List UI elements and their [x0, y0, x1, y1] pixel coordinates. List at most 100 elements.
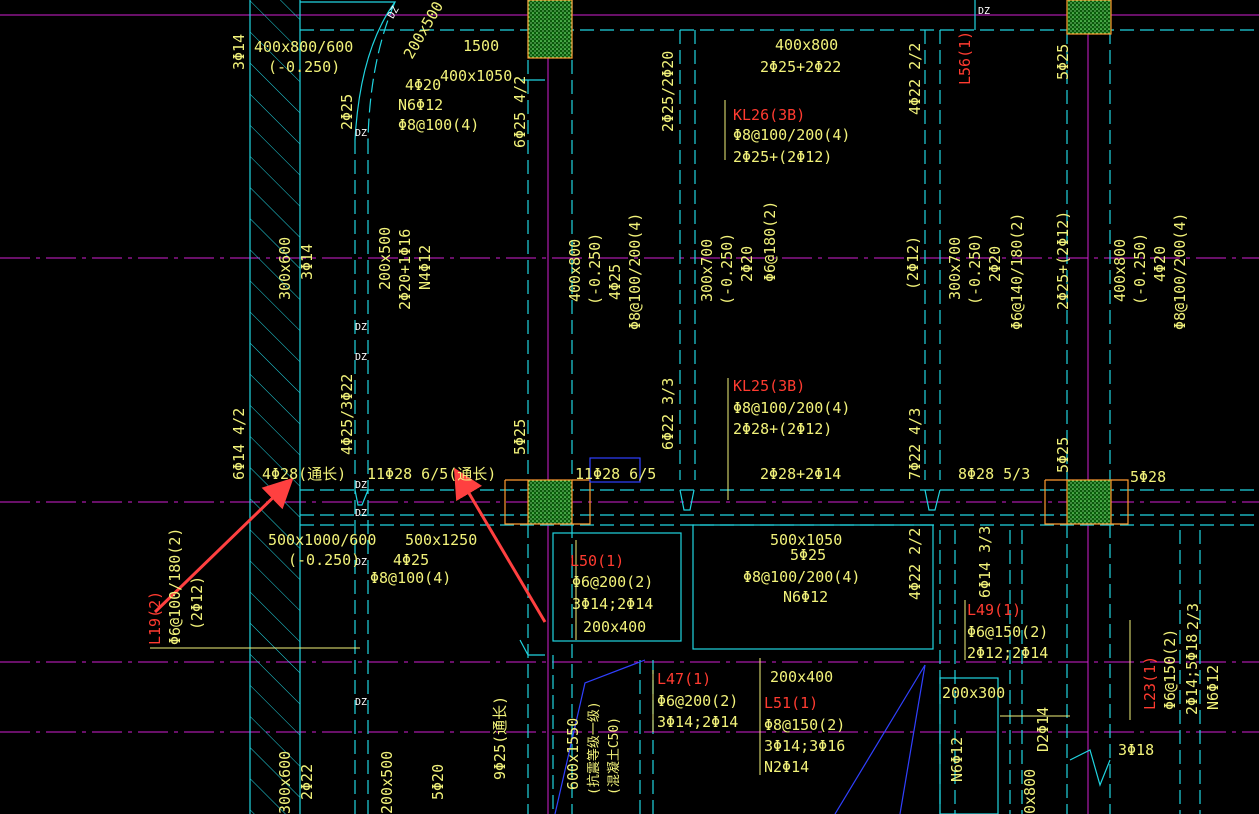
beam-size: 600x1550 — [564, 718, 582, 790]
beam-elevation: (-0.250) — [718, 233, 736, 305]
seismic-grade: (抗震等级一级) — [586, 701, 602, 795]
rebar: 4Φ20 — [1151, 246, 1169, 282]
rebar: 11Φ28 6/5 — [575, 465, 656, 483]
rebar: 3Φ14 — [230, 34, 248, 70]
dz-label: DZ — [355, 128, 367, 139]
column — [527, 479, 573, 525]
beam-id: L23(1) — [1141, 656, 1159, 710]
rebar: N6Φ12 — [948, 737, 966, 782]
rebar: N6Φ12 — [398, 96, 443, 114]
rebar: 2Φ28+(2Φ12) — [733, 420, 832, 438]
beam-id: L19(2) — [146, 591, 164, 645]
beam-id: KL26(3B) — [733, 106, 805, 124]
rebar: 4Φ25/3Φ22 — [338, 374, 356, 455]
beam-id: KL25(3B) — [733, 377, 805, 395]
hatched-wall — [250, 0, 300, 814]
rebar-throughout: 11Φ28 6/5(通长) — [367, 465, 496, 483]
stirrup: Φ8@150(2) — [764, 716, 845, 734]
column — [527, 0, 573, 59]
stirrup: Φ6@140/180(2) — [1008, 213, 1026, 330]
rebar: 3Φ14;2Φ14 — [572, 595, 653, 613]
rebar: 7Φ22 4/3 — [906, 408, 924, 480]
dz-label: DZ — [355, 322, 367, 333]
beam-elevation: (-0.250) — [586, 233, 604, 305]
dz-label: DZ — [355, 697, 367, 708]
column — [1066, 0, 1112, 35]
rebar: 3Φ14;3Φ16 — [764, 737, 845, 755]
beam-size: 500x1050 — [770, 531, 842, 549]
beam-size: 200x400 — [583, 618, 646, 636]
rebar: 2Φ25+2Φ22 — [760, 58, 841, 76]
stirrup: Φ6@180(2) — [761, 201, 779, 282]
beam-elevation: (-0.250) — [1131, 233, 1149, 305]
stirrup: Φ8@100/200(4) — [733, 126, 850, 144]
beam-size: 300x600 — [276, 751, 294, 814]
rebar: 5Φ28 — [1130, 468, 1166, 486]
beam-size: 300x600 — [276, 237, 294, 300]
beam-size: 200x300 — [942, 684, 1005, 702]
rebar: 4Φ22 2/2 — [906, 528, 924, 600]
rebar: 6Φ22 3/3 — [659, 378, 677, 450]
rebar: 2Φ25/2Φ20 — [659, 51, 677, 132]
stirrup: Φ8@100/200(4) — [743, 568, 860, 586]
rebar: 4Φ22 2/2 — [906, 43, 924, 115]
dz-markers: DZ DZ DZ DZ DZ DZ DZ DZ DZ — [355, 5, 990, 708]
beam-size: 400x1050 — [440, 67, 512, 85]
rebar: 5Φ20 — [429, 764, 447, 800]
stirrup: Φ8@100(4) — [398, 116, 479, 134]
rebar: 5Φ25 — [1054, 437, 1072, 473]
rebar: 5Φ25 — [1054, 44, 1072, 80]
rebar-throughout: 9Φ25(通长) — [491, 696, 509, 780]
beam-elevation: (-0.250) — [966, 233, 984, 305]
rebar: 2Φ20 — [738, 246, 756, 282]
rebar: 3Φ14;2Φ14 — [657, 713, 738, 731]
arrow-annotation — [453, 467, 547, 623]
dz-label: DZ — [355, 352, 367, 363]
beam-id: L47(1) — [657, 670, 711, 688]
rebar: 5Φ25 — [790, 546, 826, 564]
rebar: 2/3 — [1184, 603, 1202, 630]
arrow-annotation — [153, 477, 294, 614]
beam-size: 300x700 — [946, 237, 964, 300]
stirrup: Φ8@100/200(4) — [733, 399, 850, 417]
beam-size: 500x1250 — [405, 531, 477, 549]
rebar: 4Φ25 — [393, 551, 429, 569]
stirrup: Φ6@200(2) — [572, 573, 653, 591]
beam-size: 400x800/600 — [254, 38, 353, 56]
beam-size: 200x500 — [400, 0, 447, 62]
dz-label: DZ — [978, 6, 990, 17]
rebar: 2Φ28+2Φ14 — [760, 465, 841, 483]
blue-lines — [554, 457, 926, 814]
beam-size: 500x1000/600 — [268, 531, 376, 549]
stirrup: Φ6@150(2) — [1161, 629, 1179, 710]
rebar: D2Φ14 — [1034, 707, 1052, 752]
vertical-annotations: 3Φ14 200x500 2Φ25 6Φ25 4/2 2Φ25/2Φ20 4Φ2… — [146, 0, 1222, 814]
beam-elevation: (-0.250) — [288, 551, 360, 569]
stirrup: Φ6@200(2) — [657, 692, 738, 710]
dz-label: DZ — [355, 557, 367, 568]
stirrup: Φ8@100/200(4) — [1171, 213, 1189, 330]
stirrup: Φ6@100/180(2) — [166, 528, 184, 645]
beam-size: 200x500 — [376, 227, 394, 290]
beam-id: L51(1) — [764, 694, 818, 712]
dz-label: DZ — [355, 508, 367, 519]
rebar: 3Φ18 — [1118, 741, 1154, 759]
beam-elevation: (-0.250) — [268, 58, 340, 76]
rebar: 2Φ25+(2Φ12) — [1054, 211, 1072, 310]
beam-size: 400x800 — [566, 239, 584, 302]
rebar: 2Φ25 — [338, 94, 356, 130]
rebar-throughout: 4Φ28(通长) — [262, 465, 346, 483]
rebar: N6Φ12 — [1204, 665, 1222, 710]
rebar: N2Φ14 — [764, 758, 809, 776]
rebar: 2Φ14;5Φ18 — [1183, 634, 1201, 715]
rebar: 3Φ14 — [298, 244, 316, 280]
rebar: N4Φ12 — [416, 245, 434, 290]
rebar: (2Φ12) — [188, 576, 206, 630]
rebar: 2Φ12;2Φ14 — [967, 644, 1048, 662]
beam-size: 400x800 — [1111, 239, 1129, 302]
beam-id: L50(1) — [570, 552, 624, 570]
rebar: 5Φ25 — [511, 419, 529, 455]
